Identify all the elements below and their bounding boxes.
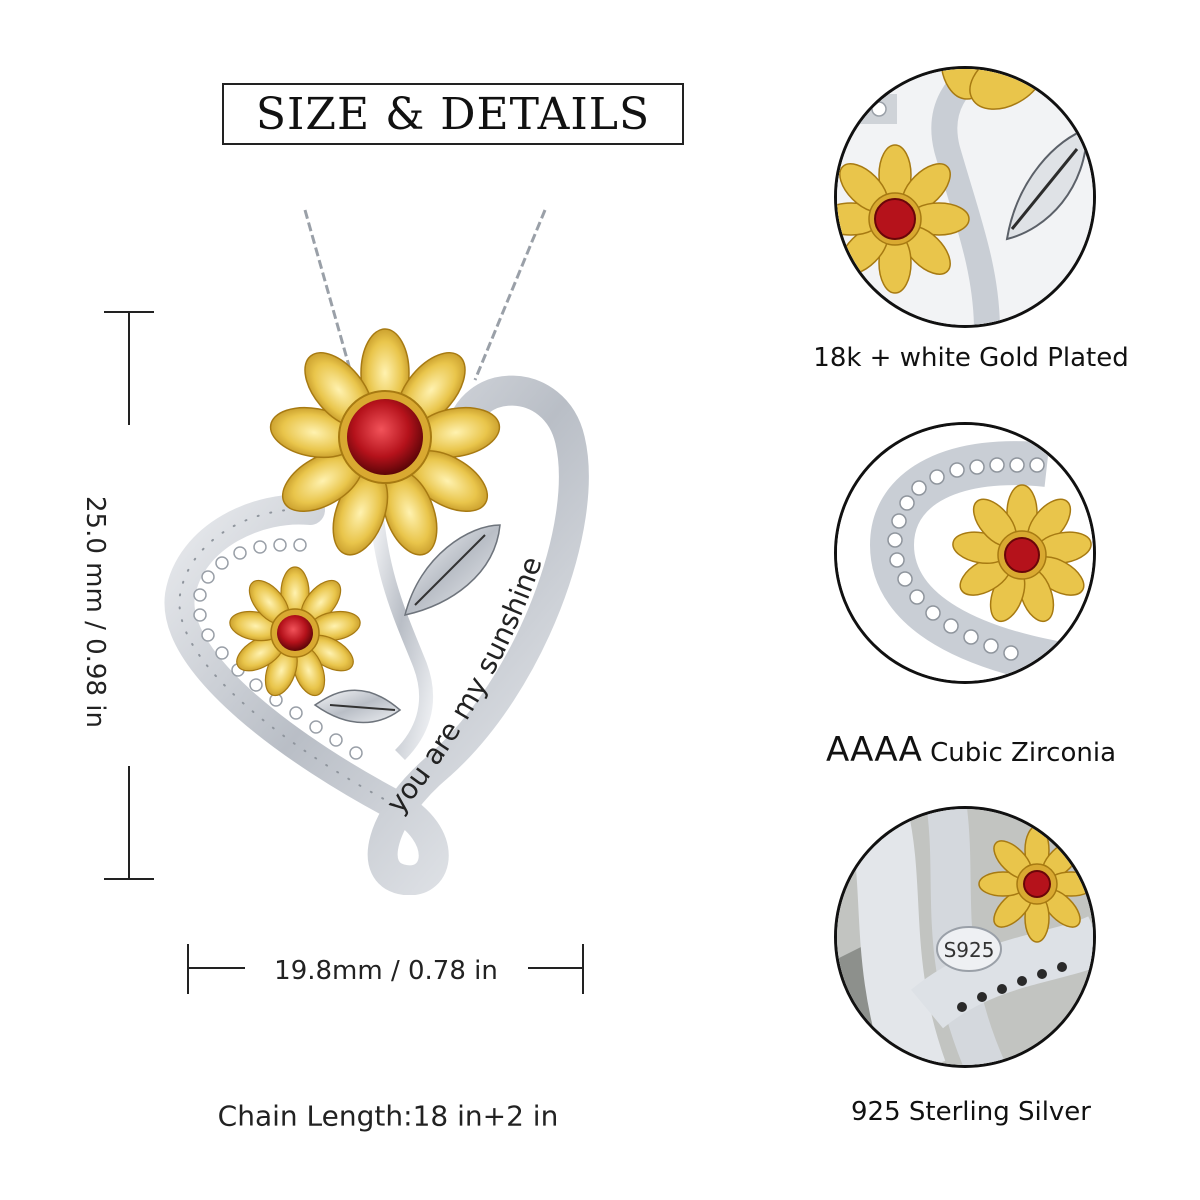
- title-box: SIZE & DETAILS: [222, 83, 684, 145]
- s925-stamp: S925: [944, 938, 995, 962]
- cubic-zirconia-stones: [193, 538, 363, 760]
- stem-and-leaves: [313, 494, 501, 760]
- height-line-bottom: [128, 766, 130, 879]
- caption-cubic-zirconia: AAAA Cubic Zirconia: [826, 730, 1116, 770]
- large-sunflower: [269, 328, 501, 556]
- pendant-image: you are my sunshine: [164, 209, 589, 895]
- caption-gold-plated: 18k + white Gold Plated: [813, 343, 1129, 373]
- stamp-tag: [936, 926, 1002, 972]
- detail-circle-gold-plating: [834, 66, 1096, 328]
- height-bottom-cap: [104, 878, 154, 880]
- width-right-cap: [582, 944, 584, 994]
- detail-circle-sterling-silver: S925: [834, 806, 1096, 1068]
- caption-grade: AAAA: [825, 730, 922, 770]
- height-line-top: [128, 311, 130, 425]
- engraving-text: you are my sunshine: [380, 552, 549, 819]
- detail-circle-cubic-zirconia: [834, 422, 1096, 684]
- sterling-silver-closeup: S925: [837, 809, 1093, 1065]
- width-line-left: [187, 967, 245, 969]
- caption-material: Cubic Zirconia: [921, 738, 1117, 768]
- cubic-zirconia-closeup: [837, 425, 1093, 681]
- width-left-cap: [187, 944, 189, 994]
- width-label: 19.8mm / 0.78 in: [274, 956, 498, 986]
- chain: [303, 209, 547, 406]
- chain-length-label: Chain Length:18 in+2 in: [217, 1099, 559, 1133]
- caption-sterling-silver: 925 Sterling Silver: [851, 1097, 1091, 1127]
- page-title: SIZE & DETAILS: [255, 88, 651, 140]
- garnet-stone-small: [277, 615, 313, 651]
- garnet-stone-large: [347, 399, 423, 475]
- small-sunflower: [229, 566, 361, 697]
- width-line-right: [528, 967, 583, 969]
- gold-plating-closeup: [837, 69, 1093, 325]
- height-label: 25.0 mm / 0.98 in: [80, 496, 110, 728]
- heart-frame: [164, 375, 589, 895]
